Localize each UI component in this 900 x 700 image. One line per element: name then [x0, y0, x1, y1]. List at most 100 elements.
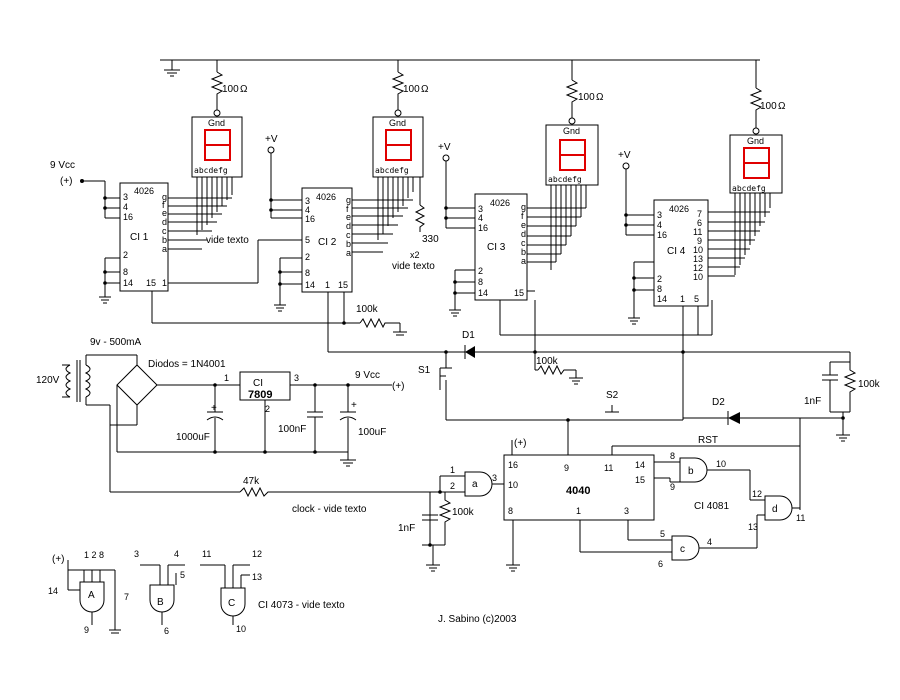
pin-label: 8: [123, 267, 128, 277]
pin-label: 3: [294, 373, 299, 383]
pin-label: 14: [123, 278, 133, 288]
pin-label: 15: [338, 280, 348, 290]
plus-label: (+): [52, 554, 65, 565]
transformer-label: 9v - 500mA: [90, 337, 141, 348]
pin-label: 1: [162, 278, 167, 288]
pin-label: b: [521, 247, 526, 257]
pin-label: f: [162, 200, 165, 210]
author-credit: J. Sabino (c)2003: [438, 614, 517, 625]
resistor-100k-label: 100k: [858, 379, 881, 390]
pin-label: 5: [694, 294, 699, 304]
switch-s1-label: S1: [418, 365, 431, 376]
pin-label: 3: [492, 473, 497, 483]
ci4081-label: CI 4081: [694, 501, 729, 512]
display-2: 100 Ω Gnd abcdefg 330 x2 vide texto: [372, 60, 439, 272]
pin-label: 11: [796, 513, 805, 523]
pin-label: 4: [657, 220, 662, 230]
pin-label: 16: [508, 460, 518, 470]
display-4: 100 Ω Gnd abcdefg: [729, 60, 786, 275]
pin-label: 4: [707, 537, 712, 547]
plus-label: (+): [392, 381, 405, 392]
resistor-47k-label: 47k: [243, 476, 260, 487]
pin-label: 5: [305, 235, 310, 245]
chip-label: CI 2: [318, 237, 337, 248]
pin-label: 1 2 8: [84, 550, 104, 560]
chip-name: 4026: [316, 192, 336, 202]
pin-label: 3: [624, 506, 629, 516]
gnd-label: Gnd: [208, 118, 225, 128]
pin-label: 11: [693, 227, 702, 237]
resistor-label-3: 100: [578, 92, 595, 103]
pin-label: 5: [660, 529, 665, 539]
pin-label: 12: [693, 263, 703, 273]
resistor-330-label: 330: [422, 234, 439, 245]
pin-label: 13: [693, 254, 703, 264]
counter-4040: 4040 (+) 16 10 8 9 11 14 15 1 3 RST: [503, 418, 801, 572]
pin-label: 3: [305, 196, 310, 206]
gate-A-label: A: [88, 590, 95, 601]
regulator-ci-label: CI: [253, 378, 263, 389]
pin-label: 6: [697, 218, 702, 228]
pin-label: f: [521, 211, 524, 221]
pin-label: 16: [123, 212, 133, 222]
pin-label: g: [346, 195, 351, 205]
reset-label: RST: [698, 435, 718, 446]
gate-d-label: d: [772, 504, 778, 515]
pin-label: 6: [658, 559, 663, 569]
pin-label: 10: [693, 272, 703, 282]
pin-label: b: [346, 239, 351, 249]
pin-label: 4: [305, 205, 310, 215]
cap1-plus: +: [211, 403, 217, 414]
pin-label: e: [346, 212, 351, 222]
pin-label: 15: [635, 475, 645, 485]
pin-label: 5: [180, 570, 185, 580]
segment-pins-label: abcdefg: [375, 166, 409, 175]
ci4073-label: CI 4073 - vide texto: [258, 600, 345, 611]
gate-b-label: b: [688, 466, 694, 477]
pin-label: 2: [657, 274, 662, 284]
pin-label: 14: [48, 586, 58, 596]
vide-texto-label: vide texto: [392, 261, 435, 272]
pin-label: 16: [657, 230, 667, 240]
chip-name: 4040: [566, 485, 590, 497]
pin-label: 13: [748, 522, 758, 532]
pin-label: 16: [305, 214, 315, 224]
display-1: 100 Ω Gnd abcdefg: [191, 60, 248, 235]
pin-label: a: [162, 244, 167, 254]
pin-label: c: [346, 230, 351, 240]
reset-network: D1 S1 100k S2 1nF 100k: [328, 330, 881, 442]
pin-label: 8: [478, 277, 483, 287]
pin-label: 10: [236, 624, 246, 634]
display-3: 100 Ω Gnd abcdefg: [545, 60, 604, 270]
gnd-label: Gnd: [563, 126, 580, 136]
capacitor-1nf-label: 1nF: [398, 523, 415, 534]
pin-label: 10: [716, 459, 726, 469]
segment-pins-label: abcdefg: [732, 184, 766, 193]
pin-label: 14: [657, 294, 667, 304]
pin-label: 1: [224, 373, 229, 383]
pin-label: 7: [697, 209, 702, 219]
vide-texto-label: vide texto: [206, 235, 249, 246]
pin-label: 14: [478, 288, 488, 298]
chip-label: CI 4: [667, 246, 686, 257]
diode-d2-label: D2: [712, 397, 725, 408]
ci1-4026: 9 Vcc (+) 4026 3 4 16 CI 1 2 8 14 15 1 g…: [50, 160, 302, 323]
pin-label: 4: [123, 202, 128, 212]
gate-a-label: a: [472, 479, 478, 490]
pin-label: a: [346, 248, 351, 258]
chip-name: 4026: [490, 198, 510, 208]
pin-label: 11: [604, 463, 613, 473]
pin-label: 2: [450, 481, 455, 491]
ohm-symbol: Ω: [240, 84, 248, 95]
plus-label: (+): [514, 438, 527, 449]
pin-label: 10: [508, 480, 518, 490]
pin-label: 14: [635, 460, 645, 470]
resistor-100k-label: 100k: [452, 507, 475, 518]
pin-label: 15: [146, 278, 156, 288]
vcc-input-label: 9 Vcc: [50, 160, 75, 171]
pin-label: 9: [670, 482, 675, 492]
pin-label: 9: [564, 463, 569, 473]
pin-label: 1: [680, 294, 685, 304]
segment-pins-label: abcdefg: [194, 166, 228, 175]
pin-label: 9: [697, 236, 702, 246]
